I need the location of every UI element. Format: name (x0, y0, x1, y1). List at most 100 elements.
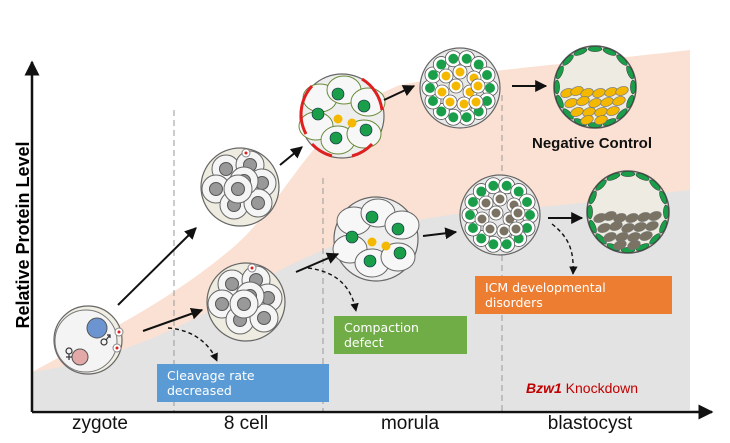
zygote-cell (53, 305, 124, 375)
nucleus (209, 182, 223, 196)
stage-label-blastocyst: blastocyst (547, 413, 633, 434)
compaction-marker (351, 142, 374, 158)
nucleus (225, 277, 239, 291)
te-nucleus (501, 180, 512, 191)
icm-cell (592, 88, 606, 98)
icm-cell (576, 96, 590, 106)
te-nucleus (522, 196, 533, 207)
te-nucleus (488, 180, 499, 191)
te-nucleus (359, 123, 373, 137)
icm-nucleus (485, 224, 495, 234)
y-axis-label: Relative Protein Level (13, 141, 33, 329)
icm-nucleus (333, 114, 343, 124)
icm-nucleus (473, 81, 483, 91)
male-pronucleus (86, 317, 108, 339)
phenotype-tag-cleavage: Cleavage rate decreased (157, 364, 329, 402)
te-nucleus (393, 246, 407, 260)
polar-body-dot (244, 151, 248, 155)
phenotype-tag-compaction: Compaction defect (334, 316, 467, 354)
te-nucleus (485, 83, 495, 93)
icm-nucleus (459, 99, 469, 109)
polar-body-dot (250, 266, 254, 270)
trophectoderm-cell (595, 179, 607, 191)
trophectoderm-cell (616, 108, 628, 120)
te-nucleus (329, 131, 343, 145)
icm-cell (580, 88, 594, 98)
icm-cell (580, 115, 594, 125)
te-nucleus (482, 96, 493, 107)
compaction-marker (310, 142, 333, 158)
icm-nucleus (347, 118, 357, 128)
trophectoderm-cell (589, 219, 597, 234)
icm-cell (621, 223, 635, 233)
phenotype-arrow (167, 327, 218, 362)
icm-cell (609, 221, 623, 231)
icm-cell (645, 221, 659, 231)
stage-label-zygote: zygote (72, 413, 128, 434)
icm-nucleus (451, 81, 461, 91)
icm-nucleus (499, 226, 509, 236)
icm-cell (570, 107, 584, 117)
te-nucleus (525, 210, 535, 220)
phenotype-tag-icm: ICM developmental disorders (475, 276, 672, 314)
icm-cell (639, 231, 653, 241)
te-nucleus (436, 106, 447, 117)
trophectoderm-cell (616, 54, 628, 66)
trophectoderm-cell (595, 233, 607, 245)
morula-control (419, 47, 501, 129)
te-nucleus (467, 223, 478, 234)
icm-nucleus (481, 198, 491, 208)
trophectoderm-cell (562, 54, 574, 66)
trophectoderm-cell (649, 179, 661, 191)
icm-nucleus (455, 67, 465, 77)
te-nucleus (476, 186, 487, 197)
compaction-marker (299, 84, 314, 135)
trophectoderm-cell (663, 204, 669, 220)
knockdown-label: Bzw1 Knockdown (526, 380, 638, 396)
icm-cell (612, 96, 626, 106)
development-arrow (279, 146, 303, 166)
male-symbol-icon (100, 334, 111, 346)
trophectoderm-cell (587, 46, 603, 52)
icm-cell (603, 232, 617, 242)
icm-nucleus (445, 97, 455, 107)
te-nucleus (391, 222, 405, 236)
te-nucleus (522, 223, 533, 234)
icm-cell (594, 115, 608, 125)
compacted-morula-knockdown (332, 196, 420, 282)
te-nucleus (427, 96, 438, 107)
eight-cell-embryo-knockdown (206, 262, 286, 342)
trophectoderm-cell (620, 171, 636, 177)
phenotype-arrow (551, 223, 578, 275)
icm-nucleus (477, 214, 487, 224)
icm-cell (627, 240, 641, 250)
development-arrow (142, 307, 204, 332)
stage-label-8-cell: 8 cell (223, 413, 269, 434)
trophectoderm-cell (562, 108, 574, 120)
te-nucleus (425, 83, 435, 93)
te-nucleus (476, 233, 487, 244)
icm-cell (570, 86, 584, 96)
trophectoderm-cell (587, 204, 593, 220)
blastocyst-control (553, 45, 637, 129)
icm-cell (615, 86, 629, 96)
stage-label-morula: morula (380, 413, 440, 434)
knockdown-gene-name: Bzw1 (526, 380, 562, 396)
te-nucleus (427, 69, 438, 80)
compaction-marker (361, 77, 384, 111)
icm-cell (600, 97, 614, 107)
icm-nucleus (381, 241, 391, 251)
icm-cell (603, 211, 617, 221)
te-nucleus (448, 112, 459, 123)
trophectoderm-cell (589, 190, 597, 205)
trophectoderm-cell (556, 94, 564, 109)
te-nucleus (345, 230, 359, 244)
nucleus (237, 297, 251, 311)
te-nucleus (467, 196, 478, 207)
icm-cell (633, 222, 647, 232)
te-nucleus (448, 53, 459, 64)
morula-knockdown (459, 174, 541, 256)
development-arrow (295, 252, 340, 273)
trophectoderm-cell (606, 173, 621, 181)
